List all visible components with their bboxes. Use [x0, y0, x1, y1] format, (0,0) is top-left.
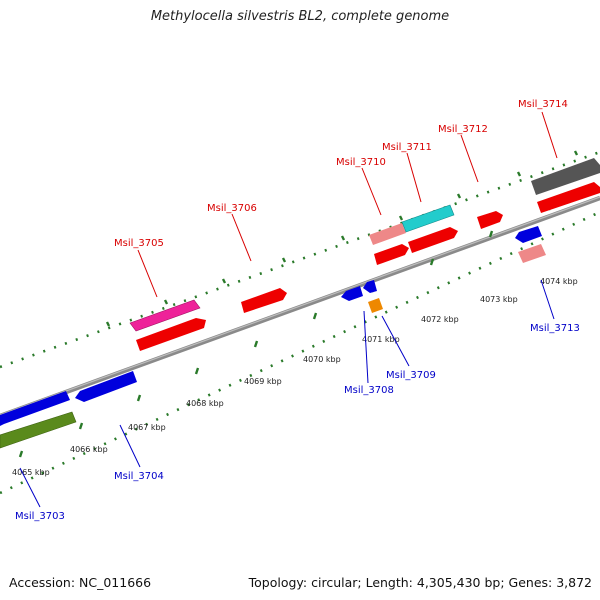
gene-msil-3714-gray[interactable]: [531, 158, 600, 195]
tick-label: 4065 kbp: [12, 468, 50, 477]
gene-label-msil-3703[interactable]: Msil_3703: [15, 511, 65, 522]
gene-label-msil-3712[interactable]: Msil_3712: [438, 124, 488, 135]
gene-msil-3713-salmon[interactable]: [518, 244, 546, 263]
tick-label: 4068 kbp: [186, 399, 224, 408]
gene-msil-3708-blue[interactable]: [341, 286, 363, 301]
tick-label: 4072 kbp: [421, 315, 459, 324]
gene-msil-3706-red[interactable]: [241, 288, 287, 313]
gene-label-msil-3708[interactable]: Msil_3708: [344, 385, 394, 396]
gene-msil-3704-blue[interactable]: [75, 371, 137, 402]
gene-red[interactable]: [408, 227, 458, 253]
accession-text: Accession: NC_011666: [9, 575, 152, 590]
gene-label-msil-3706[interactable]: Msil_3706: [207, 203, 257, 214]
tick-label: 4074 kbp: [540, 277, 578, 286]
gene-label-msil-3710[interactable]: Msil_3710: [336, 157, 386, 168]
gene-orange[interactable]: [368, 298, 383, 313]
backbone-highlight: [0, 196, 600, 416]
gene-blue[interactable]: [515, 226, 542, 243]
tick-label: 4067 kbp: [128, 423, 166, 432]
tick-label: 4073 kbp: [480, 295, 518, 304]
inner-dotted-track: [0, 210, 600, 495]
gene-salmon[interactable]: [369, 223, 406, 245]
tick-label: 4070 kbp: [303, 355, 341, 364]
gene-blue[interactable]: [0, 391, 70, 426]
tick-label: 4071 kbp: [362, 335, 400, 344]
gene-msil-3705-pink[interactable]: [129, 299, 201, 332]
topology-text: Topology: circular; Length: 4,305,430 bp…: [248, 575, 592, 590]
inner-major-ticks: [18, 203, 553, 458]
gene-msil-3709-blue[interactable]: [363, 280, 377, 293]
gene-label-msil-3711[interactable]: Msil_3711: [382, 142, 432, 153]
tick-label: 4066 kbp: [70, 445, 108, 454]
genome-backbone: [0, 195, 600, 419]
outer-dotted-track: [0, 150, 600, 369]
gene-msil-3711-cyan[interactable]: [401, 204, 455, 233]
gene-msil-3703-olive[interactable]: [0, 411, 77, 449]
map-title: Methylocella silvestris BL2, complete ge…: [150, 9, 450, 24]
forward-leader-lines: [137, 111, 558, 298]
reverse-leader-lines: [19, 279, 555, 508]
tick-label: 4069 kbp: [244, 377, 282, 386]
outer-major-ticks: [105, 150, 579, 327]
gene-label-msil-3714[interactable]: Msil_3714: [518, 99, 568, 110]
gene-label-msil-3704[interactable]: Msil_3704: [114, 471, 164, 482]
gene-label-msil-3705[interactable]: Msil_3705: [114, 238, 164, 249]
gene-label-msil-3713[interactable]: Msil_3713: [530, 323, 580, 334]
gene-red[interactable]: [136, 318, 206, 351]
gene-label-msil-3709[interactable]: Msil_3709: [386, 370, 436, 381]
gene-msil-3710-red[interactable]: [374, 244, 409, 265]
gene-msil-3712-red[interactable]: [477, 211, 503, 229]
gene-red[interactable]: [537, 182, 600, 213]
